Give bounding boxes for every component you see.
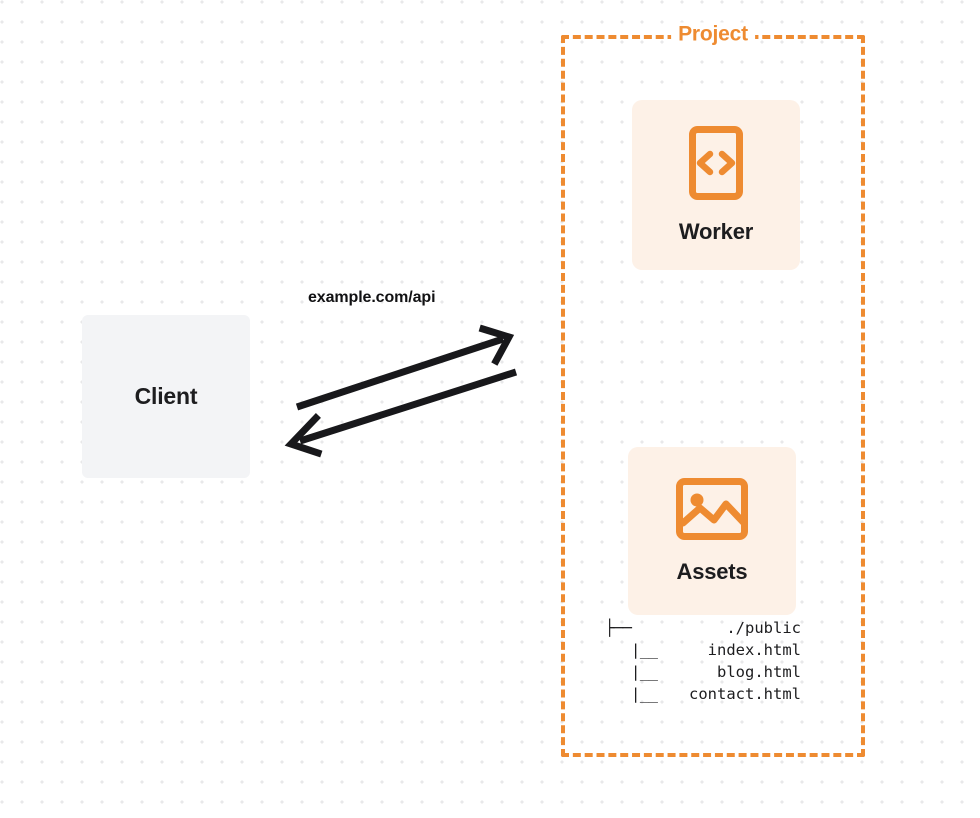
request-arrow <box>295 324 515 411</box>
tree-branch-glyph: |__ <box>631 663 658 681</box>
file-tree-row: ├── ./public <box>605 617 801 639</box>
tree-branch-glyph: |__ <box>631 641 658 659</box>
image-icon <box>676 477 748 545</box>
file-tree-row: |__ index.html <box>605 639 801 661</box>
worker-card[interactable]: Worker <box>632 100 800 270</box>
assets-card[interactable]: Assets <box>628 447 796 615</box>
client-node[interactable]: Client <box>82 315 250 478</box>
file-tree-row: |__ blog.html <box>605 661 801 683</box>
worker-card-label: Worker <box>678 218 754 244</box>
code-brackets-icon <box>689 125 743 205</box>
assets-card-label: Assets <box>676 558 748 584</box>
tree-item-name: blog.html <box>717 663 801 681</box>
assets-file-tree: ├── ./public |__ index.html |__ blog.htm… <box>605 617 801 705</box>
project-title: Project <box>671 22 755 47</box>
tree-branch-glyph: |__ <box>631 685 658 703</box>
edge-label-endpoint: example.com/api <box>308 289 436 306</box>
file-tree-row: |__ contact.html <box>605 683 801 705</box>
tree-item-name: index.html <box>707 641 801 659</box>
tree-branch-glyph: ├── <box>605 619 632 637</box>
client-label: Client <box>134 383 198 409</box>
tree-item-name: contact.html <box>689 685 801 703</box>
tree-item-name: ./public <box>726 619 801 637</box>
response-arrow <box>284 368 518 458</box>
project-container: Project <box>561 22 865 757</box>
